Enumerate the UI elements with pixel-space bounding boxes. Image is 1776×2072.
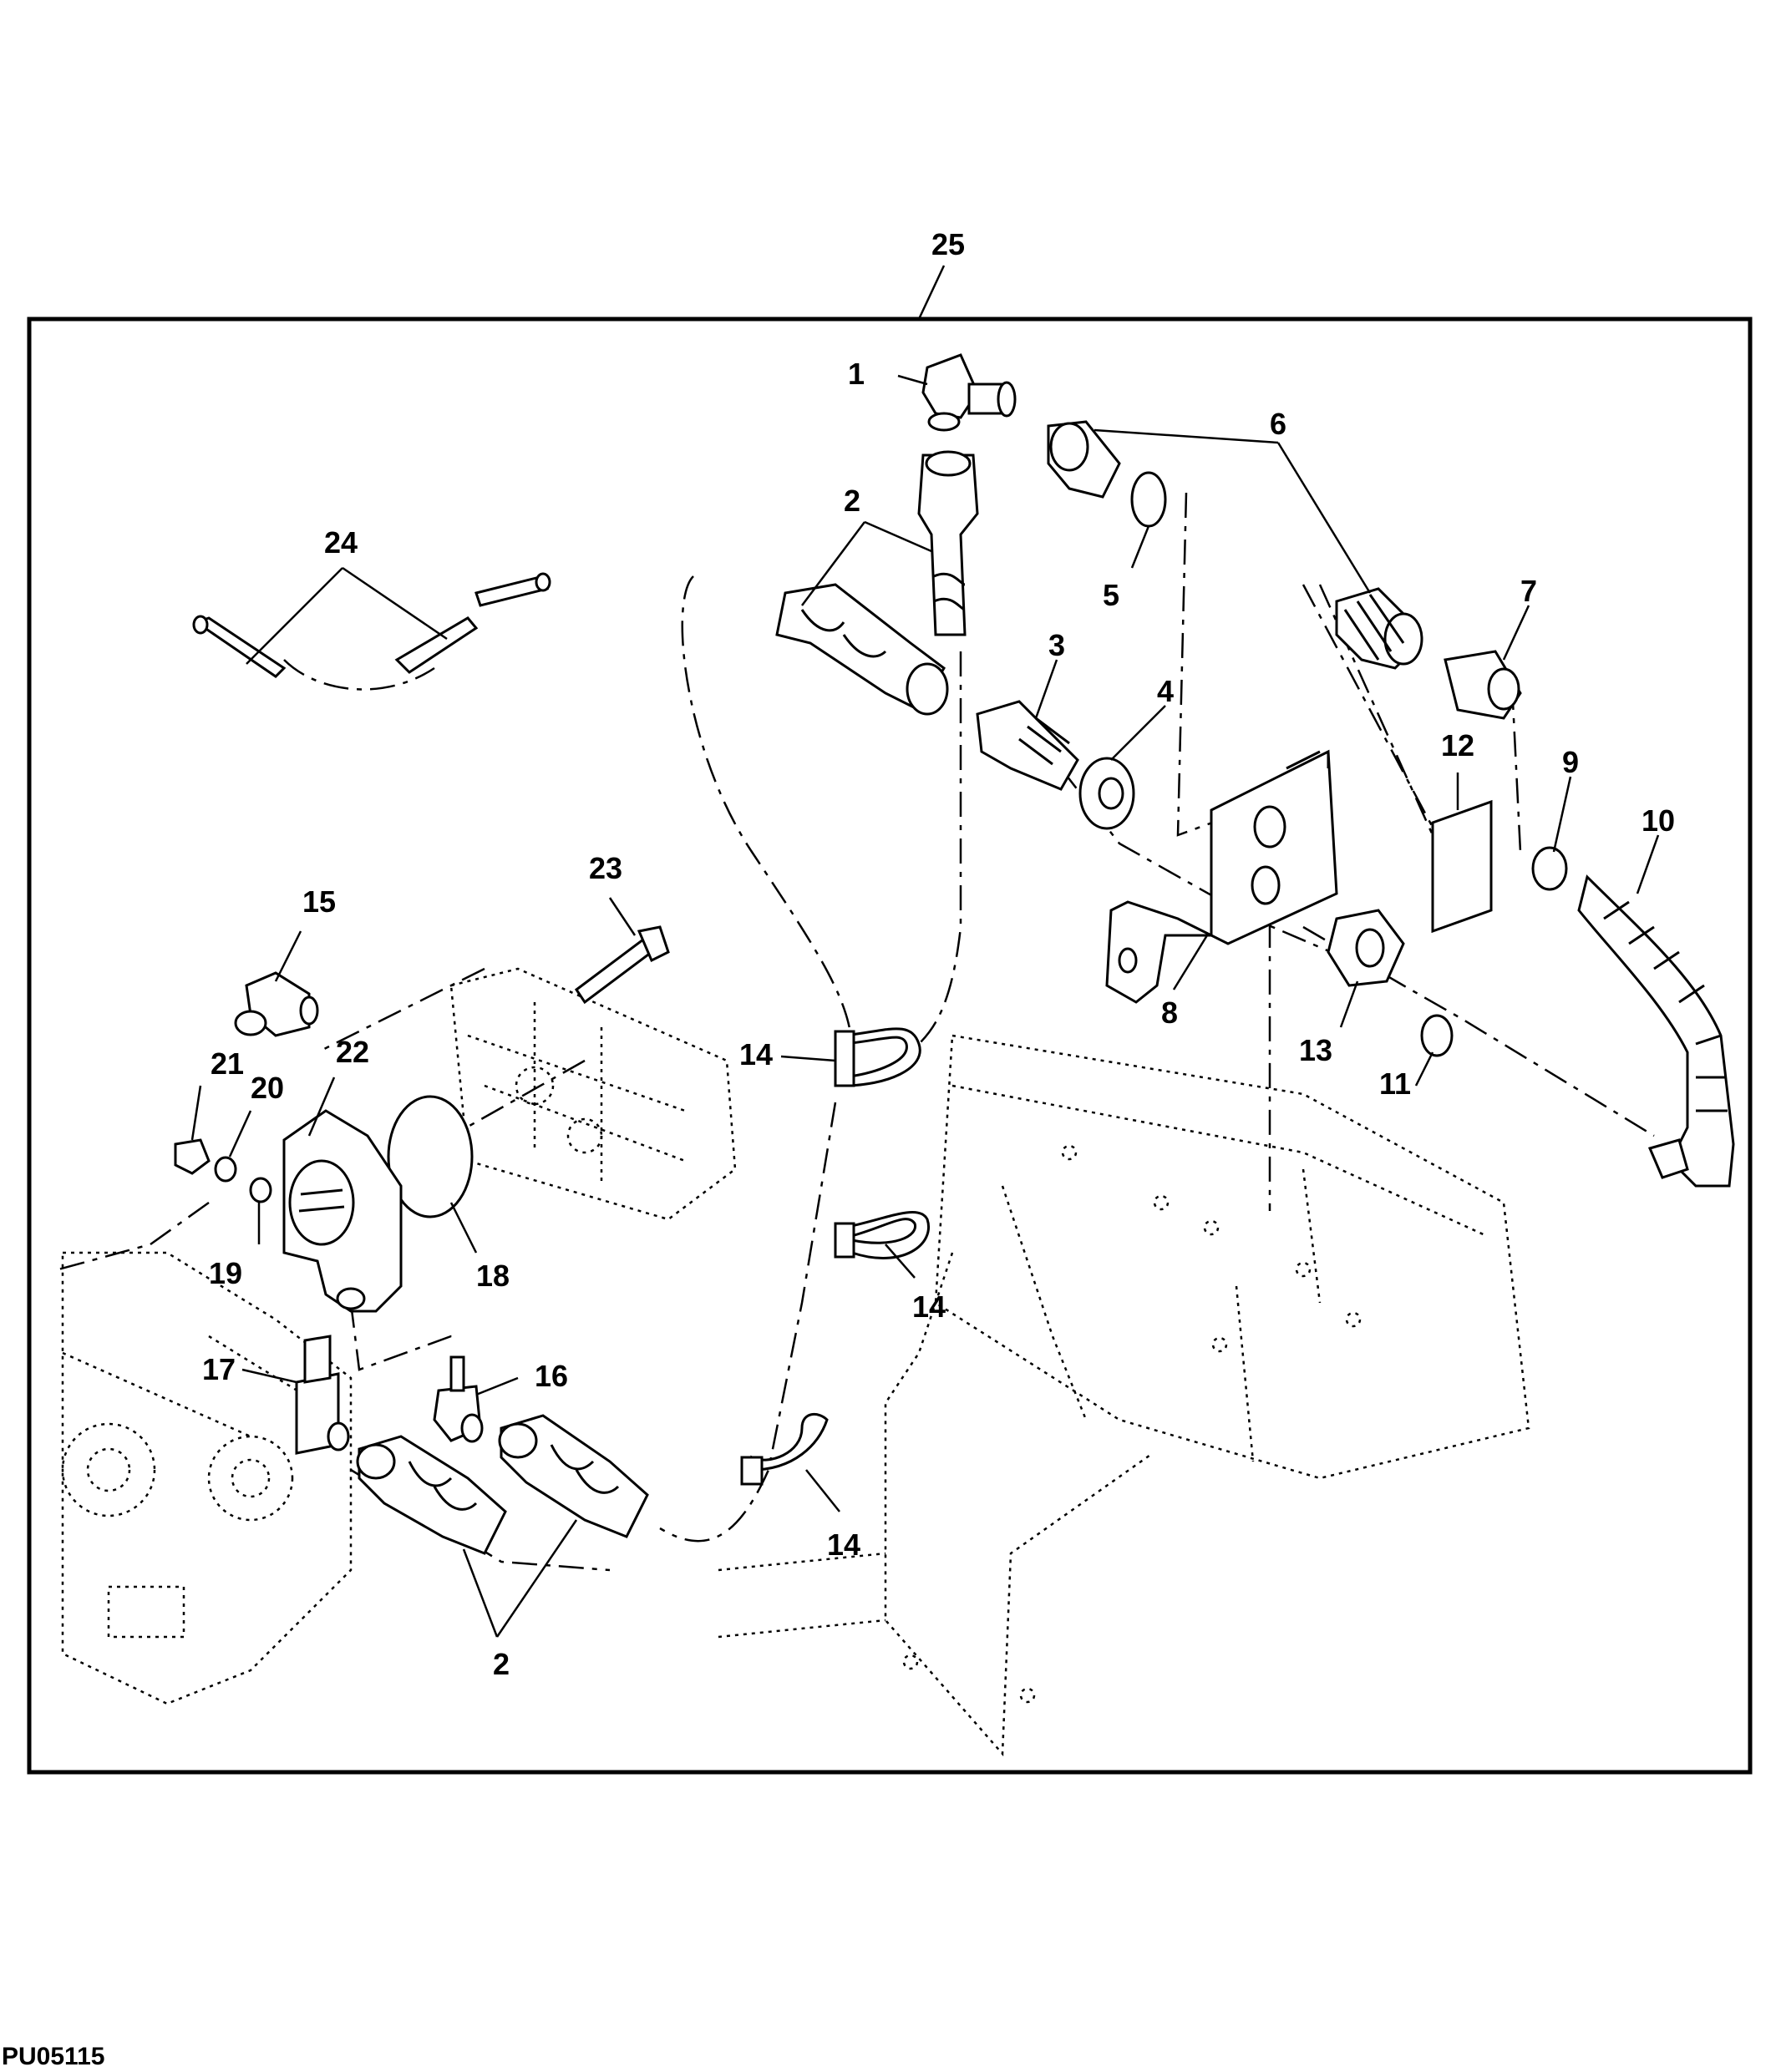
callout-4: 4 — [1157, 674, 1174, 708]
part-22-valve-cover — [282, 1109, 403, 1313]
callout-6: 6 — [1270, 407, 1286, 441]
part-10-hose-assembly — [1577, 874, 1735, 1188]
part-11-snap-ring — [1420, 1014, 1454, 1057]
part-19-plug — [249, 1177, 272, 1203]
part-14-clamp-lower — [740, 1412, 829, 1486]
part-2-hose-upper-diagonal — [775, 583, 949, 716]
callout-2-upper: 2 — [844, 484, 860, 518]
callout-23: 23 — [589, 851, 622, 885]
machine-frame-outline — [718, 1034, 1530, 1757]
part-2-hose-lower-left — [356, 1435, 507, 1555]
part-5-snap-ring — [1130, 471, 1167, 528]
figure-id: PU05115 — [2, 2043, 104, 2070]
callout-8: 8 — [1161, 995, 1178, 1030]
callout-labels: 1 2 3 4 5 6 7 8 9 10 11 12 13 14 14 14 1… — [202, 227, 1675, 1681]
callout-17: 17 — [202, 1352, 236, 1386]
part-18-o-ring — [387, 1095, 474, 1218]
callout-11: 11 — [1379, 1066, 1411, 1101]
part-4-washer — [1078, 757, 1135, 830]
callout-14-lower: 14 — [827, 1527, 860, 1562]
callout-14-middle: 14 — [912, 1289, 946, 1324]
callout-22: 22 — [336, 1035, 369, 1069]
leader-lines — [190, 265, 1660, 1638]
part-12-decal — [1431, 799, 1493, 934]
callout-9: 9 — [1562, 745, 1579, 779]
part-7-fitting — [1444, 650, 1522, 720]
callout-15: 15 — [302, 884, 336, 919]
callout-1: 1 — [848, 357, 865, 391]
callout-14-top: 14 — [739, 1037, 773, 1071]
callout-12: 12 — [1441, 728, 1474, 762]
part-17-sensor — [295, 1335, 350, 1455]
transmission-housing-outline — [61, 1251, 353, 1705]
part-23-bolt — [574, 925, 670, 1005]
callout-19: 19 — [209, 1256, 242, 1290]
callout-5: 5 — [1103, 578, 1119, 612]
part-16-elbow-fitting — [433, 1355, 484, 1443]
callout-25: 25 — [931, 227, 965, 261]
callout-13: 13 — [1299, 1033, 1332, 1067]
part-6-bulkhead-fitting — [1047, 420, 1121, 499]
callout-16: 16 — [535, 1359, 568, 1393]
callout-20: 20 — [251, 1071, 284, 1105]
part-1-elbow-fitting — [921, 353, 1017, 432]
part-6-boot — [1335, 587, 1423, 670]
part-15-elbow-fitting — [234, 971, 319, 1037]
part-2-hose-lower-right — [498, 1414, 649, 1538]
valve-body-outline — [449, 967, 737, 1221]
part-8-bracket — [1105, 749, 1338, 1004]
callout-3: 3 — [1048, 628, 1065, 662]
part-20-o-ring — [214, 1156, 237, 1183]
assembly-frame — [27, 317, 1753, 1775]
callout-21: 21 — [211, 1046, 244, 1081]
part-2-hose-upper-vertical — [917, 450, 979, 636]
part-24-cable — [192, 572, 551, 678]
part-14-clamp-middle — [834, 1211, 930, 1259]
callout-2-lower: 2 — [493, 1647, 510, 1681]
part-21-plug — [174, 1138, 211, 1175]
callout-24: 24 — [324, 525, 358, 560]
callout-18: 18 — [476, 1259, 510, 1293]
part-3-adapter-fitting — [976, 700, 1079, 791]
callout-7: 7 — [1520, 574, 1537, 608]
part-13-nut — [1327, 909, 1405, 987]
part-9-o-ring — [1531, 846, 1568, 891]
part-14-clamp-top — [834, 1027, 921, 1087]
callout-10: 10 — [1642, 803, 1675, 838]
